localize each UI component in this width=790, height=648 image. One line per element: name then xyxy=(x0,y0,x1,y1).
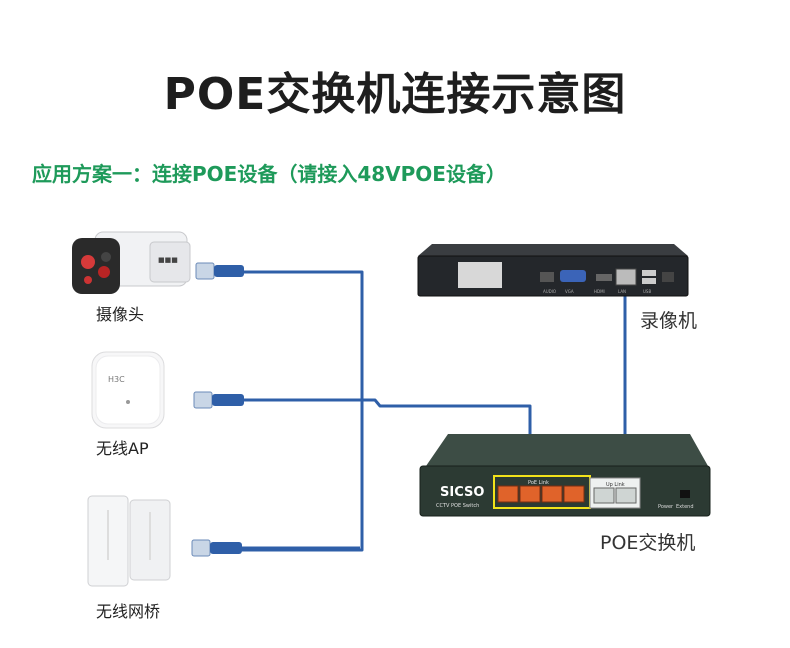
scheme-subtitle: 应用方案一：连接POE设备（请接入48VPOE设备） xyxy=(32,162,506,186)
nvr-device: AUDIO VGA HDMI LAN USB xyxy=(417,244,689,297)
page-title: POE交换机连接示意图 xyxy=(163,69,627,120)
nvr-port-hdmi: HDMI xyxy=(594,289,605,294)
switch-brand-text: SICSO xyxy=(440,485,484,500)
switch-label: POE交换机 xyxy=(600,532,696,554)
camera-label: 摄像头 xyxy=(96,305,145,324)
camera-device: ■■■ xyxy=(72,231,244,294)
cable-camera xyxy=(242,270,364,552)
svg-text:■■■: ■■■ xyxy=(158,256,178,264)
nvr-label: 录像机 xyxy=(640,310,698,332)
nvr-port-vga: VGA xyxy=(565,289,574,294)
nvr-port-lan: LAN xyxy=(618,289,626,294)
switch-model-text: CCTV POE Switch xyxy=(436,503,479,509)
poe-group-label: PoE Link xyxy=(528,480,549,486)
switch-power-label: Power xyxy=(658,504,674,510)
wireless-ap-device: H3C xyxy=(91,351,244,429)
nvr-port-audio: AUDIO xyxy=(543,289,556,294)
uplink-group-label: Up Link xyxy=(606,482,625,488)
ap-brand-text: H3C xyxy=(108,375,125,384)
wireless-bridge-device xyxy=(87,495,242,587)
switch-extend-label: Extend xyxy=(676,504,694,510)
ap-label: 无线AP xyxy=(96,439,149,458)
bridge-label: 无线网桥 xyxy=(96,602,161,621)
nvr-port-usb: USB xyxy=(643,289,651,294)
poe-switch-device: SICSO CCTV POE Switch PoE Link Up Link P… xyxy=(419,434,711,517)
